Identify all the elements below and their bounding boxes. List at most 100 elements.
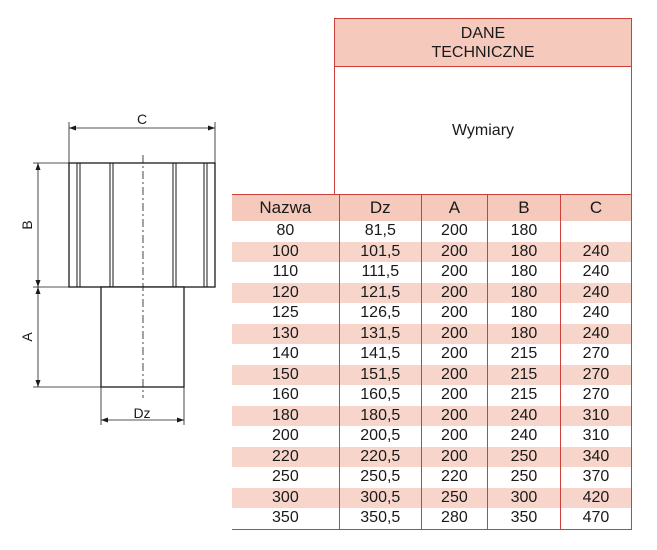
table-cell-c: 270 bbox=[559, 385, 633, 406]
dim-label-a: A bbox=[19, 332, 35, 342]
table-cell-b: 215 bbox=[486, 364, 561, 385]
table-cell-a: 200 bbox=[420, 303, 488, 324]
table-cell-dz: 121,5 bbox=[338, 282, 422, 303]
table-cell-c: 340 bbox=[559, 446, 633, 467]
table-header-row: Nazwa Dz A B C bbox=[232, 194, 633, 221]
table-cell-b: 215 bbox=[486, 385, 561, 406]
table-cell-dz: 350,5 bbox=[338, 508, 422, 530]
dim-label-c: C bbox=[137, 111, 147, 127]
table-cell-c: 470 bbox=[559, 508, 633, 530]
table-cell-b: 215 bbox=[486, 344, 561, 365]
table-cell-a: 200 bbox=[420, 221, 488, 242]
table-cell-a: 200 bbox=[420, 405, 488, 426]
table-cell-nazwa: 200 bbox=[272, 427, 299, 445]
table-cell-b: 300 bbox=[486, 487, 561, 508]
table-cell-b: 240 bbox=[486, 426, 561, 447]
table-cell-nazwa: 180 bbox=[232, 405, 340, 426]
column-header-c: C bbox=[559, 194, 633, 221]
table-cell-b: 240 bbox=[486, 405, 561, 426]
table-cell-a: 200 bbox=[420, 241, 488, 262]
table-cell-dz: 111,5 bbox=[338, 262, 422, 283]
table-cell-b: 180 bbox=[486, 262, 561, 283]
arrow-c-left bbox=[69, 125, 76, 131]
arrow-dz-right bbox=[177, 417, 184, 423]
table-cell-dz: 160,5 bbox=[338, 385, 422, 406]
technical-data-header: DANE TECHNICZNE Wymiary bbox=[334, 18, 632, 194]
section-title-line2: TECHNICZNE bbox=[431, 44, 535, 61]
table-cell-c: 270 bbox=[559, 364, 633, 385]
table-cell-c: 240 bbox=[559, 303, 633, 324]
table-cell-nazwa: 120 bbox=[232, 282, 340, 303]
column-header-b: B bbox=[486, 194, 561, 221]
table-cell-c: 310 bbox=[559, 426, 633, 447]
table-cell-nazwa: 80 bbox=[276, 222, 295, 240]
arrow-a-bottom bbox=[35, 380, 41, 387]
table-cell-c: 240 bbox=[559, 323, 633, 344]
table-cell-b: 350 bbox=[486, 508, 561, 530]
table-cell-nazwa: 250 bbox=[272, 468, 299, 486]
section-title-line1: DANE bbox=[460, 25, 506, 42]
table-cell-dz: 141,5 bbox=[338, 344, 422, 365]
table-cell-c: 240 bbox=[559, 282, 633, 303]
table-cell-b: 180 bbox=[486, 241, 561, 262]
column-header-dz: Dz bbox=[338, 194, 422, 221]
table-cell-dz: 101,5 bbox=[338, 241, 422, 262]
table-cell-c: 270 bbox=[559, 344, 633, 365]
table-cell-dz: 151,5 bbox=[338, 364, 422, 385]
table-cell-nazwa: 140 bbox=[272, 345, 299, 363]
technical-drawing: C B A Dz bbox=[19, 111, 216, 425]
table-cell-dz: 131,5 bbox=[338, 323, 422, 344]
table-cell-dz: 180,5 bbox=[338, 405, 422, 426]
table-cell-nazwa: 100 bbox=[232, 241, 340, 262]
table-cell-nazwa: 300 bbox=[232, 487, 340, 508]
dim-label-b: B bbox=[19, 220, 35, 229]
table-cell-dz: 220,5 bbox=[338, 446, 422, 467]
arrow-dz-left bbox=[101, 417, 108, 423]
table-cell-nazwa: 110 bbox=[272, 263, 299, 281]
table-cell-b: 180 bbox=[486, 221, 561, 242]
table-cell-a: 200 bbox=[420, 446, 488, 467]
table-cell-nazwa: 125 bbox=[272, 304, 299, 322]
table-cell-c: 420 bbox=[559, 487, 633, 508]
section-title: DANE TECHNICZNE bbox=[335, 19, 631, 67]
table-cell-a: 220 bbox=[420, 467, 488, 488]
table-cell-c: 370 bbox=[559, 467, 633, 488]
table-cell-dz: 200,5 bbox=[338, 426, 422, 447]
table-cell-nazwa: 220 bbox=[232, 446, 340, 467]
table-cell-c bbox=[559, 221, 633, 242]
table-cell-nazwa: 350 bbox=[232, 508, 340, 530]
table-cell-b: 180 bbox=[486, 323, 561, 344]
table-cell-nazwa: 160 bbox=[272, 386, 299, 404]
table-cell-a: 200 bbox=[420, 385, 488, 406]
table-cell-dz: 126,5 bbox=[338, 303, 422, 324]
table-cell-a: 200 bbox=[420, 282, 488, 303]
table-cell-a: 200 bbox=[420, 262, 488, 283]
arrow-b-bottom bbox=[35, 280, 41, 287]
arrow-c-right bbox=[208, 125, 215, 131]
table-cell-nazwa: 150 bbox=[232, 364, 340, 385]
table-cell-dz: 81,5 bbox=[338, 221, 422, 242]
table-cell-a: 200 bbox=[420, 344, 488, 365]
table-cell-b: 250 bbox=[486, 446, 561, 467]
table-cell-a: 200 bbox=[420, 323, 488, 344]
arrow-b-top bbox=[35, 163, 41, 170]
arrow-a-top bbox=[35, 287, 41, 294]
table-cell-a: 250 bbox=[420, 487, 488, 508]
table-cell-c: 310 bbox=[559, 405, 633, 426]
